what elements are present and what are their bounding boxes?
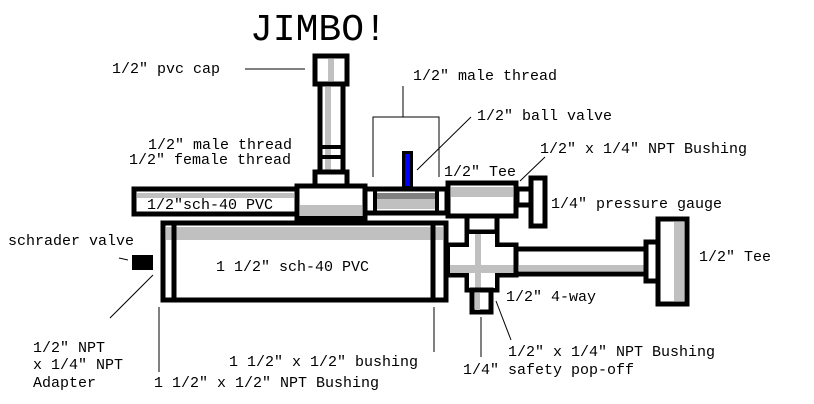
label-adapter-1: 1/2" NPT [33, 340, 105, 357]
label-pvc-cap: 1/2" pvc cap [112, 61, 220, 78]
pvc-cap [312, 53, 350, 87]
big-pvc-pipe [160, 220, 449, 303]
label-tee-top: 1/2" Tee [444, 164, 516, 181]
safety-popoff [469, 287, 494, 315]
label-female-thread: 1/2" female thread [129, 152, 291, 169]
label-ball-valve: 1/2" ball valve [477, 108, 612, 125]
label-tee-right: 1/2" Tee [699, 249, 771, 266]
label-schrader-valve: schrader valve [8, 233, 134, 250]
leader-lines [109, 68, 546, 372]
valve-handle [405, 154, 410, 186]
end-tee [643, 216, 690, 307]
label-adapter-2: x 1/4" NPT [33, 357, 123, 374]
label-adapter-3: Adapter [33, 375, 96, 392]
label-male-thread-top: 1/2" male thread [413, 68, 557, 85]
four-way [445, 213, 519, 315]
schrader-valve [132, 255, 157, 270]
label-safety-popoff: 1/4" safety pop-off [463, 362, 634, 379]
label-male-thread: 1/2" male thread [148, 137, 292, 154]
label-big-pipe: 1 1/2" sch-40 PVC [216, 259, 369, 276]
label-npt-bushing-top: 1/2" x 1/4" NPT Bushing [540, 141, 747, 158]
pressure-gauge [528, 175, 548, 229]
label-npt-bushing-left: 1 1/2" x 1/2" NPT Bushing [154, 375, 379, 392]
label-bushing-right: 1 1/2" x 1/2" bushing [229, 354, 418, 371]
long-pipe [513, 246, 651, 277]
ball-valve [362, 151, 450, 216]
label-small-pipe: 1/2"sch-40 PVC [147, 197, 273, 214]
vertical-pipe [317, 81, 346, 177]
title: JIMBO! [250, 9, 387, 52]
label-npt-bushing-bottom: 1/2" x 1/4" NPT Bushing [508, 344, 715, 361]
label-four-way: 1/2" 4-way [506, 289, 596, 306]
top-tee [294, 169, 368, 222]
label-pressure-gauge: 1/4" pressure gauge [551, 196, 722, 213]
